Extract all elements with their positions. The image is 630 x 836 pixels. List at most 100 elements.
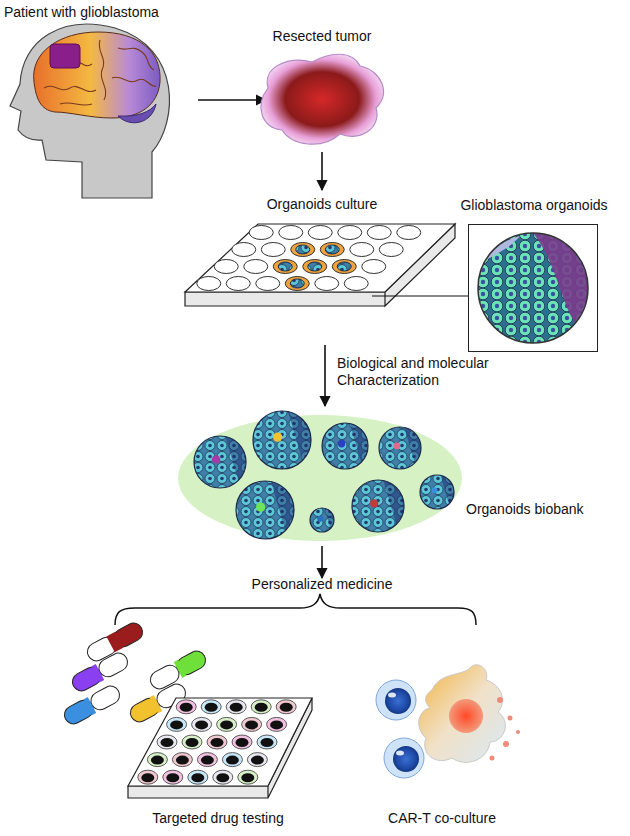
well — [157, 735, 177, 749]
well — [257, 735, 277, 749]
organoid-core — [431, 487, 437, 493]
well — [197, 753, 217, 767]
well — [247, 753, 267, 767]
well-content — [180, 703, 193, 712]
well-content — [205, 703, 218, 712]
well-content — [176, 756, 189, 765]
well — [163, 770, 183, 784]
well — [188, 770, 208, 784]
well — [261, 243, 285, 257]
label: Organoids culture — [267, 196, 378, 213]
well — [350, 243, 374, 257]
organoid-outline — [236, 481, 294, 539]
well — [285, 277, 309, 291]
organoid — [296, 245, 310, 254]
organoid-outline — [322, 423, 368, 469]
well — [338, 226, 362, 240]
well-content — [280, 703, 293, 712]
well-content — [151, 756, 164, 765]
well-content — [216, 773, 229, 782]
organoid — [322, 423, 368, 469]
well — [256, 277, 280, 291]
arrow — [321, 546, 323, 578]
well — [397, 226, 421, 240]
node-label: Organoids biobank — [466, 501, 584, 518]
resected-tumor — [261, 54, 383, 144]
drug-plate — [128, 698, 312, 786]
well — [362, 260, 386, 274]
organoid-outline — [379, 427, 421, 469]
well — [147, 753, 167, 767]
well — [249, 226, 273, 240]
well — [276, 700, 296, 714]
organoid-core — [273, 432, 282, 441]
well — [201, 700, 221, 714]
capsules — [61, 620, 208, 727]
bracket — [115, 594, 476, 625]
well — [232, 735, 252, 749]
well-content — [195, 720, 208, 729]
organoid — [352, 480, 404, 532]
well-content — [270, 720, 283, 729]
well-content — [161, 738, 174, 747]
well-content — [226, 756, 239, 765]
organoid — [308, 262, 322, 271]
arrow — [321, 152, 323, 190]
plate-side — [185, 224, 455, 306]
well — [315, 277, 339, 291]
organoid — [278, 262, 292, 271]
biobank-ground — [178, 415, 462, 541]
well — [279, 226, 303, 240]
biobank-organoids — [194, 411, 454, 539]
organoid-core — [317, 516, 323, 522]
head-silhouette — [10, 24, 170, 198]
label: Resected tumor — [273, 28, 372, 45]
organoid — [236, 481, 294, 539]
arrow — [324, 345, 326, 406]
organoid — [379, 427, 421, 469]
organoid — [325, 245, 339, 254]
organoid — [194, 436, 246, 488]
well — [226, 700, 246, 714]
well — [222, 753, 242, 767]
label: CAR-T co-culture — [388, 810, 496, 827]
well — [367, 226, 391, 240]
well — [244, 260, 268, 274]
inset-organoid — [478, 233, 588, 343]
well-content — [241, 773, 254, 782]
plate-wells — [197, 226, 421, 291]
well — [379, 243, 403, 257]
organoid — [253, 411, 311, 469]
well — [214, 260, 238, 274]
organoid-outline — [310, 508, 334, 532]
well — [238, 770, 258, 784]
inset-box: Glioblastoma organoids — [468, 224, 598, 352]
well-content — [191, 773, 204, 782]
well-content — [170, 720, 183, 729]
organoid — [310, 508, 334, 532]
well — [267, 717, 287, 731]
well — [182, 735, 202, 749]
well-content — [166, 773, 179, 782]
organoid-core — [212, 455, 220, 463]
well-content — [261, 738, 274, 747]
well — [273, 260, 297, 274]
well — [226, 277, 250, 291]
plate-side — [128, 698, 312, 798]
well — [172, 753, 192, 767]
well — [291, 243, 315, 257]
well-content — [186, 738, 199, 747]
label: Targeted drug testing — [152, 810, 284, 827]
well — [213, 770, 233, 784]
leader-line — [372, 295, 468, 296]
label: Biological and molecular Characterizatio… — [337, 355, 512, 389]
organoid-core — [370, 499, 378, 507]
well-content — [141, 773, 154, 782]
organoid-outline — [194, 436, 246, 488]
brain — [34, 32, 160, 118]
brain-folds — [44, 40, 156, 105]
well — [192, 717, 212, 731]
organoid-core — [338, 440, 345, 447]
organoid — [290, 279, 304, 288]
